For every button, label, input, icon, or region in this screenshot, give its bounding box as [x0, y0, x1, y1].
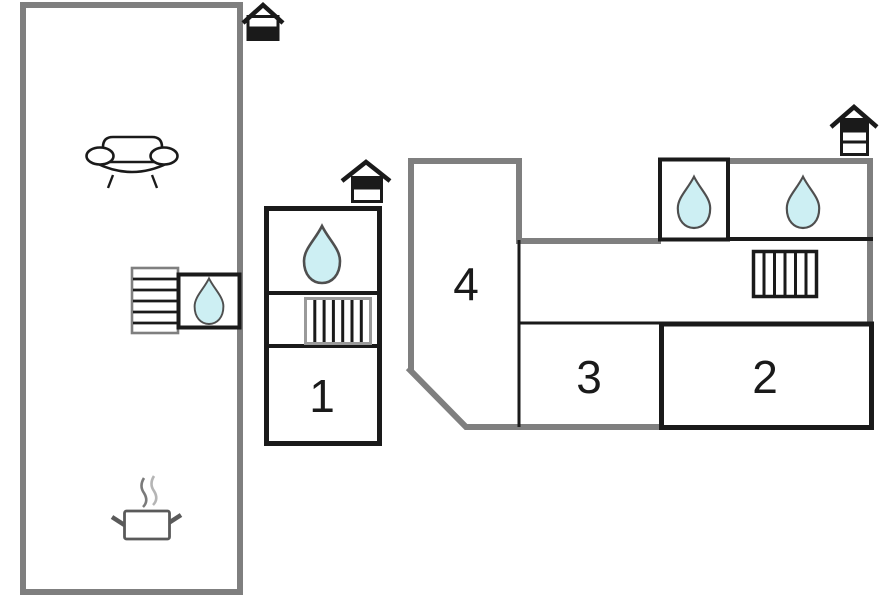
left-unit — [20, 2, 243, 595]
water-drop-icon — [785, 174, 821, 230]
radiator-icon — [751, 249, 819, 299]
stairs-icon — [130, 266, 180, 335]
water-drop-icon — [193, 276, 225, 325]
stove-pot-icon — [110, 475, 183, 541]
entrance-icon — [829, 104, 879, 156]
sofa-icon — [85, 135, 179, 189]
right-bathroom — [658, 157, 730, 242]
outer-wall — [405, 365, 663, 430]
entrance-icon — [241, 1, 285, 41]
room-3-label: 3 — [576, 351, 602, 403]
right-building: 4 3 2 — [405, 157, 875, 430]
outer-wall — [408, 158, 661, 372]
steam-icon — [150, 475, 158, 506]
water-drop-icon — [676, 174, 712, 230]
room-4-label: 4 — [453, 258, 479, 310]
room-2-label: 2 — [752, 351, 778, 403]
entrance-icon — [340, 159, 392, 203]
radiator-icon — [304, 297, 372, 345]
water-drop-icon — [302, 223, 342, 285]
steam-icon — [140, 477, 148, 508]
left-bathroom — [176, 272, 242, 330]
room-1-label: 1 — [309, 370, 335, 422]
unit-1-block: 1 — [264, 206, 382, 446]
room-2-outline — [659, 321, 874, 430]
